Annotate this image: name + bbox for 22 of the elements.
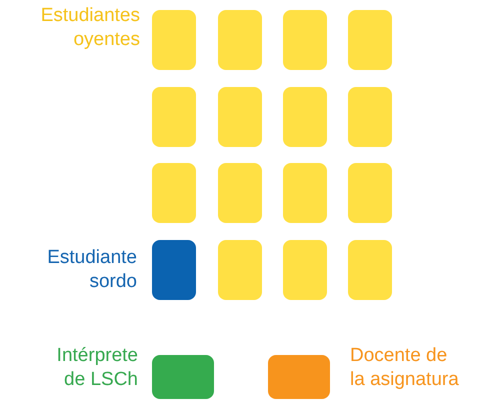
listener-seat	[348, 10, 392, 70]
seat-label: Estudiante sordo	[46, 246, 137, 294]
listener-seat	[218, 87, 262, 147]
listener-seat	[348, 240, 392, 300]
listener-seat	[218, 240, 262, 300]
listener-seat	[283, 163, 327, 223]
seat-label: Docente de la asignatura	[350, 344, 460, 392]
seat-label: Estudiantes oyentes	[40, 4, 140, 52]
listener-seat	[348, 163, 392, 223]
listener-seat	[348, 87, 392, 147]
listener-seat	[152, 163, 196, 223]
deaf-student-seat	[152, 240, 196, 300]
listener-seat	[218, 163, 262, 223]
interpreter-seat	[152, 355, 214, 399]
listener-seat	[283, 10, 327, 70]
listener-seat	[152, 10, 196, 70]
teacher-seat	[268, 355, 330, 399]
listener-seat	[218, 10, 262, 70]
seat-label: Intérprete de LSCh	[56, 344, 138, 392]
listener-seat	[283, 87, 327, 147]
listener-seat	[152, 87, 196, 147]
listener-seat	[283, 240, 327, 300]
